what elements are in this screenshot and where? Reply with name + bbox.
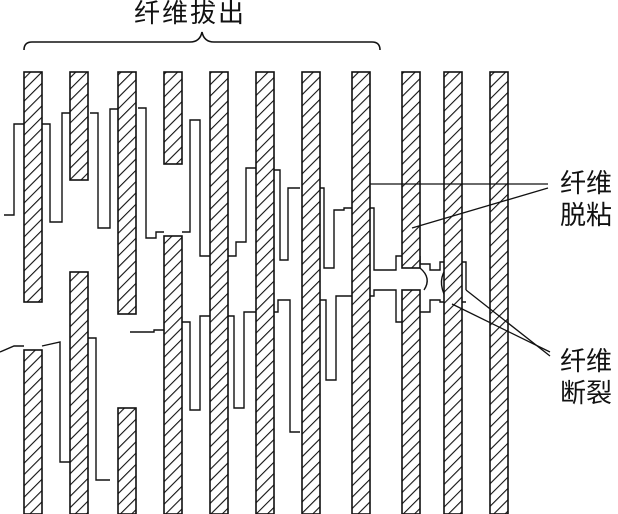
fiber-fracture-label: 纤维 断裂 <box>560 346 618 410</box>
fiber-9-segment-1 <box>401 71 421 269</box>
fiber-1-segment-1 <box>23 71 43 303</box>
fiber-fracture-label-line1: 纤维 <box>560 347 613 377</box>
leader-lines <box>370 183 551 357</box>
debond-leader-lower <box>411 187 549 229</box>
fiber-2-segment-2 <box>69 271 89 514</box>
fiber-debonding-label-line1: 纤维 <box>560 169 613 199</box>
matrix-crack-lines <box>0 107 467 481</box>
fiber-debonding-label: 纤维 脱粘 <box>560 168 618 232</box>
fiber-pullout-label: 纤维拔出 <box>134 0 247 29</box>
fiber-11-segment-1 <box>489 71 509 514</box>
upper-crack-surface <box>4 107 467 290</box>
fiber-group <box>23 71 509 514</box>
fiber-3-segment-2 <box>117 407 137 514</box>
fiber-9-segment-2 <box>401 289 421 514</box>
fiber-7-segment-1 <box>301 71 321 514</box>
fracture-leader-lower <box>465 289 551 357</box>
fiber-fracture-label-line2: 断裂 <box>560 379 613 409</box>
fiber-2-segment-1 <box>69 71 89 181</box>
lower-crack-surface <box>0 289 466 481</box>
fiber-10-segment-1 <box>443 71 463 514</box>
pullout-bracket <box>23 31 381 51</box>
fiber-4-segment-1 <box>163 71 183 165</box>
fiber-debonding-label-line2: 脱粘 <box>560 201 613 231</box>
fiber-3-segment-1 <box>117 71 137 315</box>
fiber-4-segment-2 <box>163 235 183 514</box>
fiber-8-segment-1 <box>351 71 371 514</box>
fracture-leader-upper <box>451 303 551 353</box>
fiber-6-segment-1 <box>255 71 275 514</box>
fiber-1-segment-2 <box>23 349 43 514</box>
fiber-5-segment-1 <box>209 71 229 514</box>
